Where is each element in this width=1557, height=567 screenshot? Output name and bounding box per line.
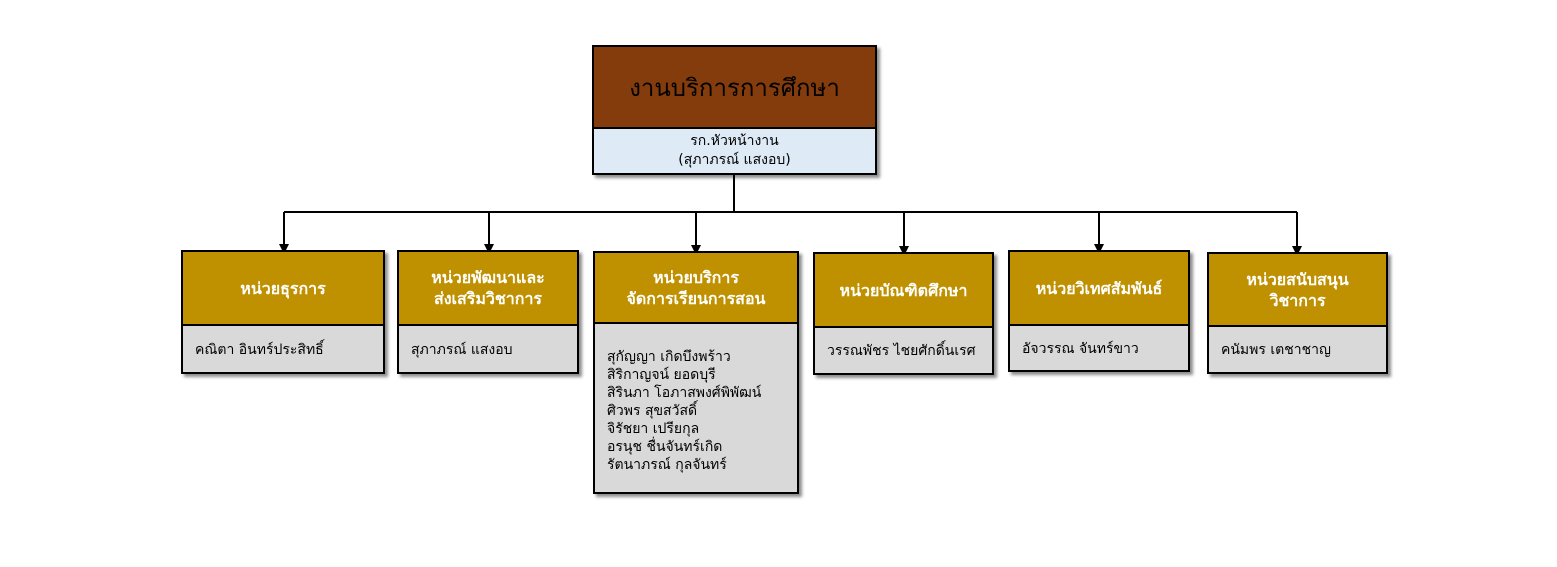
unit-node-4: หน่วยบัณฑิตศึกษา วรรณพัชร ไชยศักดิ์นเรศ (813, 252, 994, 375)
member-name: รัตนาภรณ์ กุลจันทร์ (607, 457, 727, 473)
member-name: สิริกาญจน์ ยอดบุรี (607, 367, 716, 383)
unit-title: หน่วยบริการ จัดการเรียนการสอน (595, 253, 797, 324)
unit-title: หน่วยธุรการ (183, 252, 383, 326)
member-name: สุกัญญา เกิดบึงพร้าว (607, 349, 731, 365)
member-name: สิรินภา โอภาสพงศ์พิพัฒน์ (607, 385, 762, 401)
root-node: งานบริการการศึกษา รก.หัวหน้างาน (สุภาภรณ… (592, 45, 877, 175)
member-name: อัจวรรณ จันทร์ขาว (1022, 340, 1139, 357)
unit-node-1: หน่วยธุรการ คณิตา อินทร์ประสิทธิ์ (181, 250, 385, 374)
unit-members: คนัมพร เตชาชาญ (1209, 327, 1386, 374)
root-subtitle: รก.หัวหน้างาน (สุภาภรณ์ แสงอบ) (594, 129, 875, 173)
member-name: คณิตา อินทร์ประสิทธิ์ (195, 341, 324, 358)
unit-node-2: หน่วยพัฒนาและ ส่งเสริมวิชาการ สุภาภรณ์ แ… (397, 250, 579, 374)
unit-title: หน่วยสนับสนุน วิชาการ (1209, 254, 1386, 327)
unit-members: วรรณพัชร ไชยศักดิ์นเรศ (815, 328, 992, 375)
unit-node-3: หน่วยบริการ จัดการเรียนการสอน สุกัญญา เก… (593, 251, 799, 494)
member-name: วรรณพัชร ไชยศักดิ์นเรศ (827, 343, 976, 359)
member-name: คนัมพร เตชาชาญ (1221, 342, 1331, 358)
unit-members: สุกัญญา เกิดบึงพร้าว สิริกาญจน์ ยอดบุรี … (595, 324, 797, 494)
member-name: สุภาภรณ์ แสงอบ (411, 341, 513, 358)
unit-title: หน่วยบัณฑิตศึกษา (815, 254, 992, 328)
unit-members: คณิตา อินทร์ประสิทธิ์ (183, 326, 383, 374)
member-name: ศิวพร สุขสวัสดิ์ (607, 403, 698, 419)
member-name: อรนุช ชื่นจันทร์เกิด (607, 439, 723, 455)
unit-node-6: หน่วยสนับสนุน วิชาการ คนัมพร เตชาชาญ (1207, 252, 1388, 374)
unit-title: หน่วยวิเทศสัมพันธ์ (1010, 252, 1188, 326)
unit-title: หน่วยพัฒนาและ ส่งเสริมวิชาการ (399, 252, 577, 326)
root-role: รก.หัวหน้างาน (690, 133, 779, 149)
unit-members: อัจวรรณ จันทร์ขาว (1010, 326, 1188, 372)
root-title: งานบริการการศึกษา (594, 47, 875, 129)
member-name: จิรัชยา เปรียกุล (607, 421, 700, 437)
unit-node-5: หน่วยวิเทศสัมพันธ์ อัจวรรณ จันทร์ขาว (1008, 250, 1190, 372)
root-person: (สุภาภรณ์ แสงอบ) (678, 152, 791, 168)
unit-members: สุภาภรณ์ แสงอบ (399, 326, 577, 374)
